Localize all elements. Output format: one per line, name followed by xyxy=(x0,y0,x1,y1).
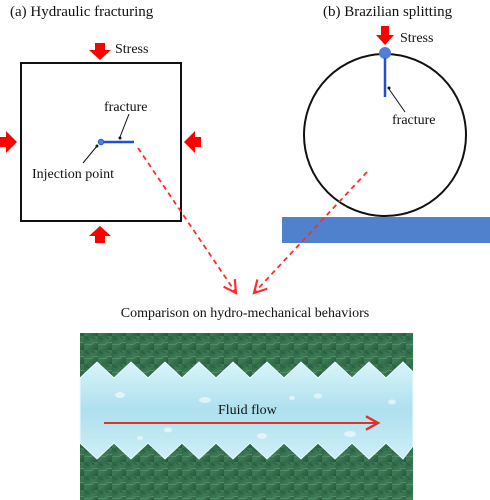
water-droplets xyxy=(115,392,396,440)
stress-arrow-left xyxy=(0,131,17,153)
fracture-leader-a-dot xyxy=(118,136,122,140)
stress-arrow-b xyxy=(376,26,394,45)
stress-arrow-right xyxy=(184,131,201,153)
loading-platen xyxy=(282,217,490,243)
dashed-arrow-from-b xyxy=(252,171,368,295)
injection-point-label: Injection point xyxy=(32,167,114,182)
injection-leader-dot xyxy=(95,144,99,148)
stress-label-a: Stress xyxy=(115,42,148,57)
fracture-leader-b xyxy=(388,88,406,113)
stress-arrow-top xyxy=(89,43,111,60)
fracture-label-b: fracture xyxy=(392,113,436,128)
fracture-leader-b-dot xyxy=(387,86,391,90)
fracture-leader-a xyxy=(119,113,130,138)
fracture-flow-illustration xyxy=(79,333,414,500)
stress-arrow-bottom xyxy=(89,226,111,243)
fluid-flow-label: Fluid flow xyxy=(218,403,278,418)
comparison-title: Comparison on hydro-mechanical behaviors xyxy=(121,306,369,321)
injection-point-dot xyxy=(97,138,105,146)
panel-b-title: (b) Brazilian splitting xyxy=(323,4,453,20)
loading-point-b xyxy=(379,47,391,59)
dashed-arrow-from-a xyxy=(137,147,238,295)
injection-leader xyxy=(82,145,98,164)
panel-a-title: (a) Hydraulic fracturing xyxy=(10,4,154,20)
stress-label-b: Stress xyxy=(400,31,433,46)
fluid-channel xyxy=(79,361,414,460)
fracture-label-a: fracture xyxy=(104,100,148,115)
